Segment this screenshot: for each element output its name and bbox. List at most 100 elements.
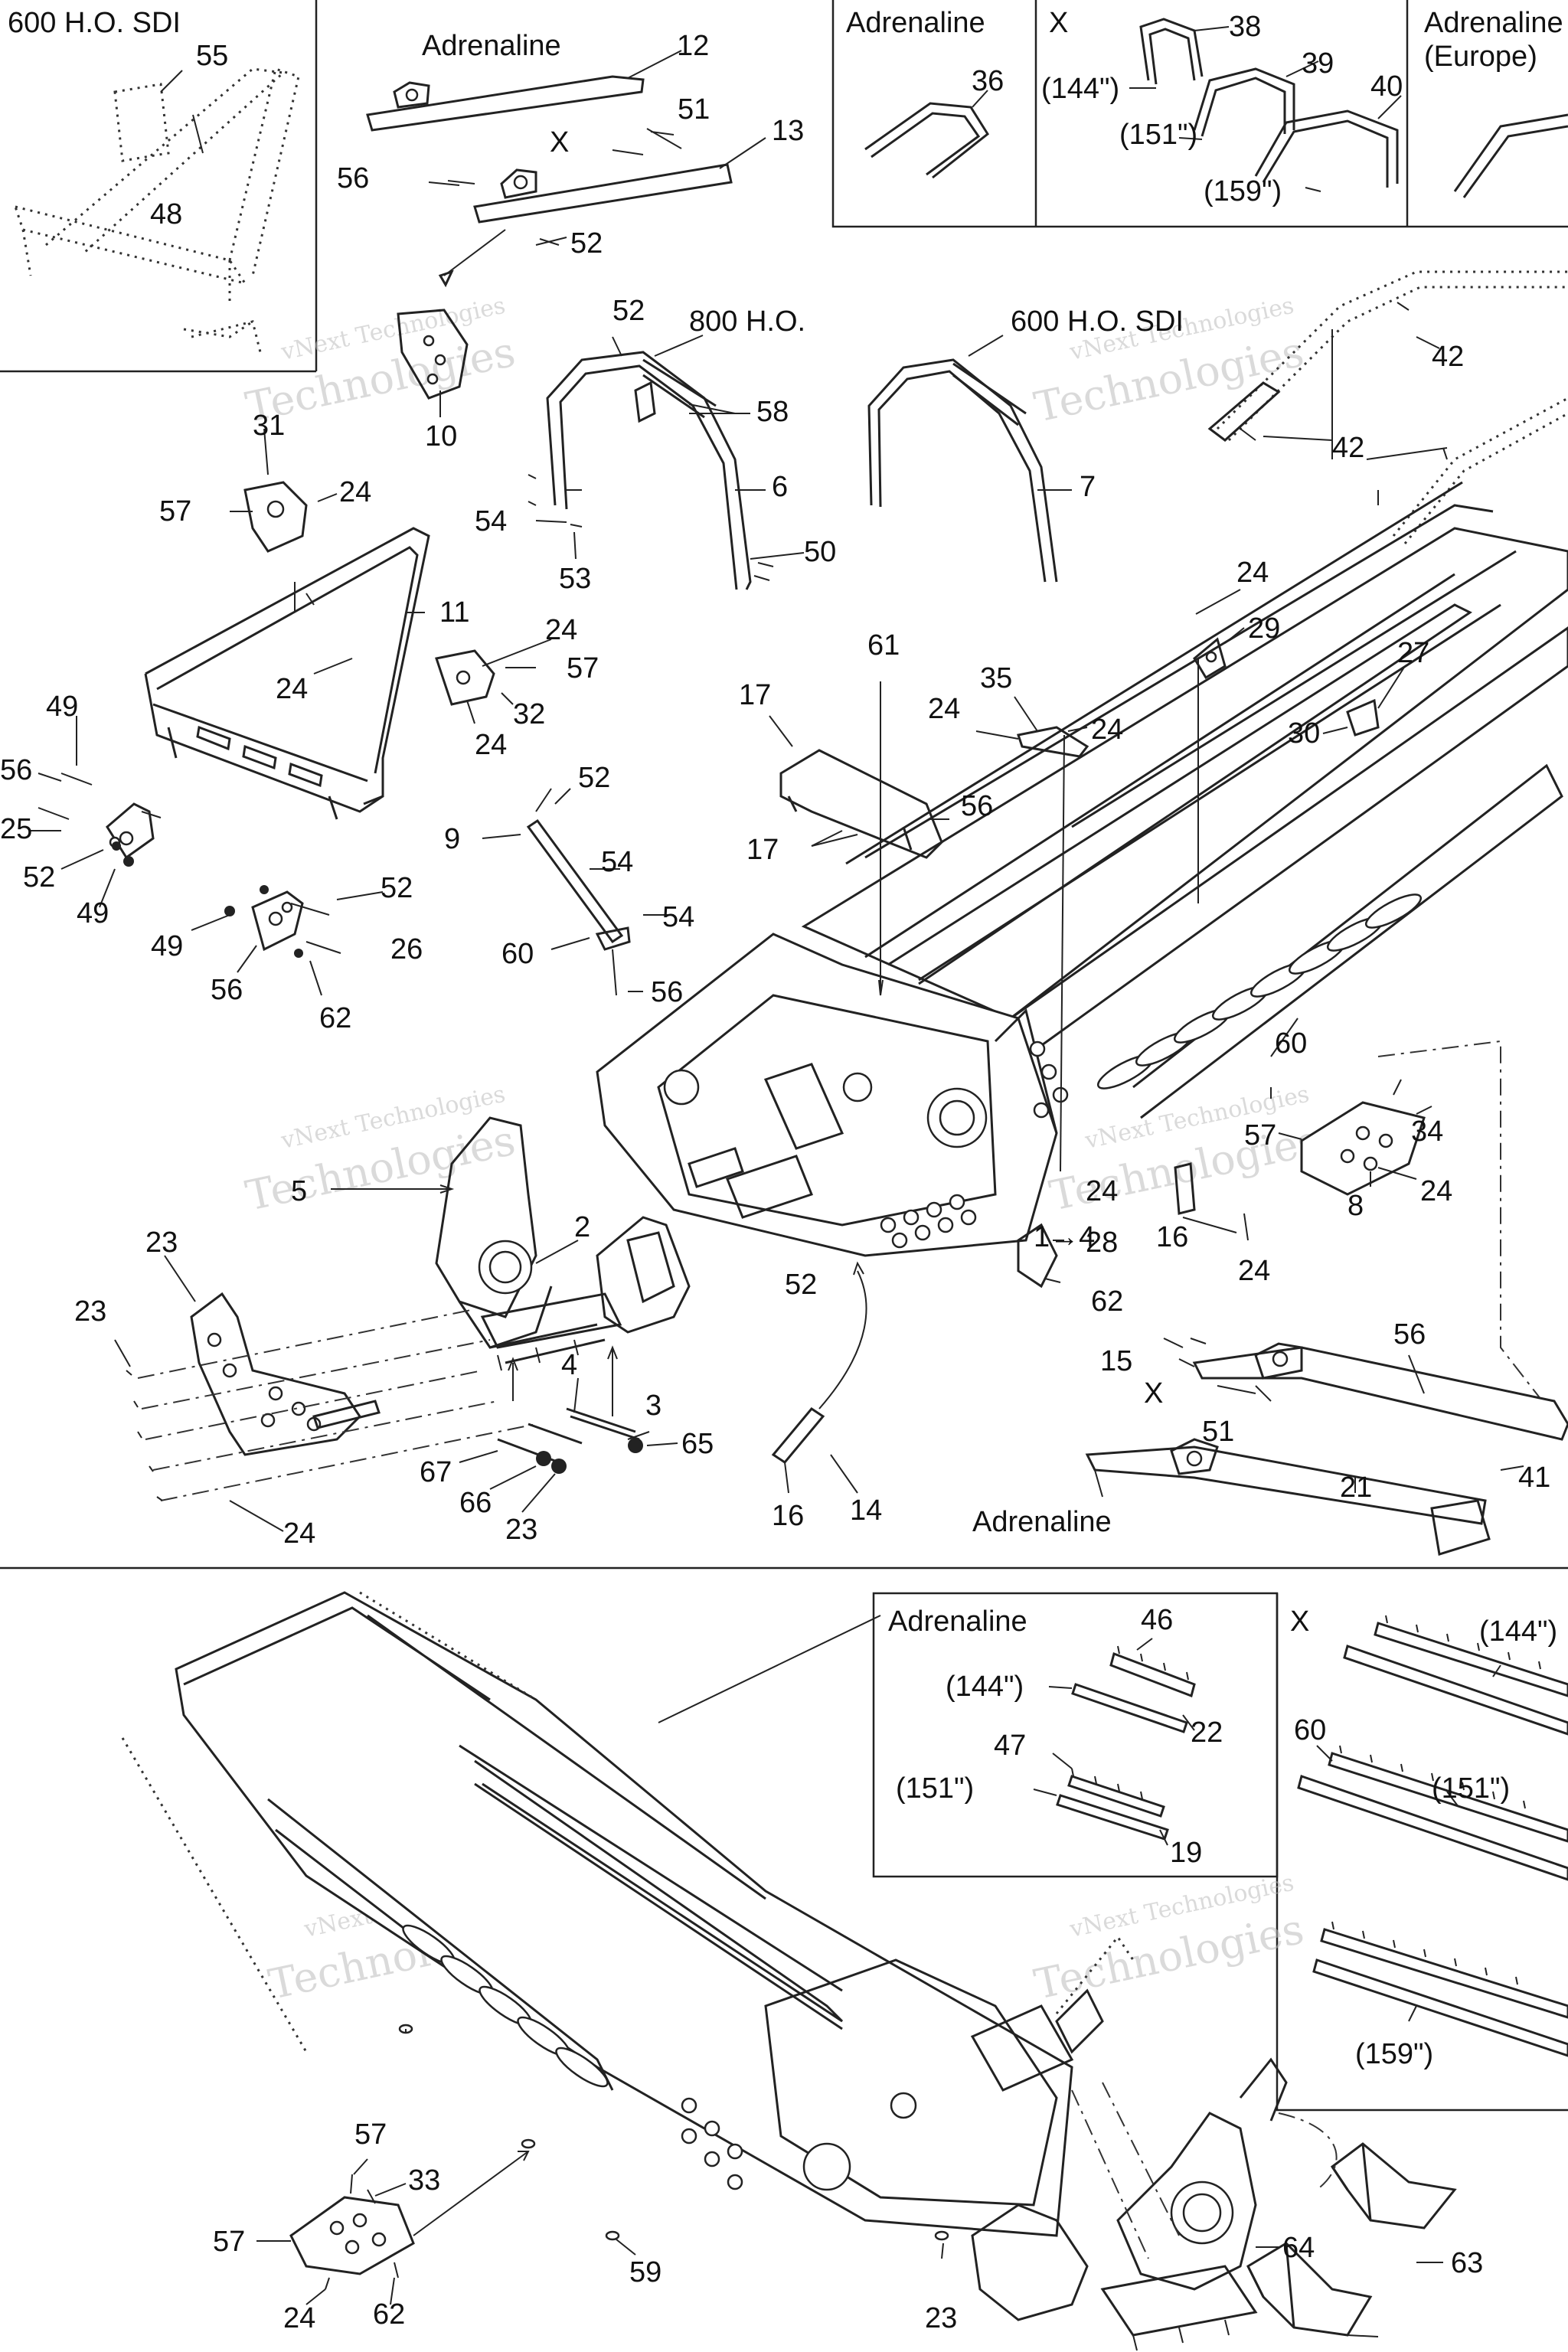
callout-label: 5: [291, 1175, 307, 1207]
callout-label: 42: [1332, 432, 1364, 464]
inset-title: X: [1290, 1606, 1309, 1638]
bottom-running-board-slots: [402, 1924, 609, 2088]
part-7-upper-frame-600: [867, 335, 1072, 583]
callout-label: 41: [1518, 1462, 1550, 1494]
callout-label: 12: [677, 30, 709, 62]
callout-label: 49: [151, 930, 183, 962]
callout-label: 6: [772, 471, 788, 503]
slide-x-box: [1297, 1615, 1568, 2057]
callout-label: 27: [1397, 637, 1429, 669]
inset-title: Adrenaline: [1424, 7, 1563, 39]
inset-title: 600 H.O. SDI: [1011, 305, 1184, 338]
callout-label: 1→4: [1034, 1221, 1095, 1253]
callout-label: 56: [0, 754, 32, 786]
main-chassis-top: [596, 481, 1568, 1494]
dash-leader-rear: [1377, 1040, 1555, 1417]
callout-label: 13: [772, 115, 804, 147]
part-12-cross-member: [366, 50, 682, 132]
length-label: (144"): [1479, 1615, 1557, 1648]
callout-label: 24: [283, 1517, 315, 1550]
callout-label: 40: [1370, 70, 1403, 103]
callout-label: 66: [459, 1487, 492, 1519]
callout-label: 53: [559, 563, 591, 595]
callout-label: 56: [961, 790, 993, 822]
inset-title: (Europe): [1424, 41, 1537, 73]
inset-title: Adrenaline: [422, 30, 561, 62]
callout-label: 42: [1432, 341, 1464, 373]
callout-label: 51: [678, 93, 710, 126]
length-label: (144"): [1041, 73, 1119, 105]
callout-label: 24: [928, 693, 960, 725]
part-13-cross-member: [428, 128, 766, 288]
inset-title: X: [1049, 7, 1068, 39]
callout-label: 52: [785, 1269, 817, 1301]
length-label: (151"): [896, 1772, 974, 1805]
callout-label: 46: [1141, 1604, 1173, 1636]
callout-label: 24: [1420, 1175, 1452, 1207]
part-33-footrest: [256, 2151, 530, 2305]
callout-label: 24: [475, 729, 507, 761]
callout-label: 57: [213, 2226, 245, 2258]
inset-title: Adrenaline: [972, 1506, 1112, 1538]
callout-label: 14: [850, 1494, 882, 1527]
callout-label: 24: [1086, 1175, 1118, 1207]
callout-label: 24: [1238, 1255, 1270, 1287]
part-10-bracket: [397, 309, 469, 417]
callout-label: 62: [1091, 1285, 1123, 1318]
callout-label: 17: [739, 679, 771, 711]
part-9-support-rod: [482, 788, 674, 996]
callout-label: 60: [1294, 1714, 1326, 1746]
callout-label: 22: [1191, 1717, 1223, 1749]
callout-label: 54: [662, 901, 694, 933]
inset-title: X: [1144, 1377, 1163, 1410]
part-6-upper-frame-800: [528, 335, 805, 590]
callout-label: 52: [23, 861, 55, 893]
callout-label: 11: [439, 596, 469, 629]
callout-label: 23: [925, 2302, 957, 2334]
callout-label: 28: [1086, 1227, 1118, 1259]
callout-label: 24: [545, 614, 577, 646]
callout-label: 57: [354, 2118, 387, 2151]
callout-label: 30: [1288, 717, 1320, 750]
length-label: (159"): [1355, 2038, 1433, 2070]
callout-label: 32: [513, 698, 545, 730]
callout-label: 23: [505, 1514, 537, 1546]
callout-label: 24: [1091, 714, 1123, 746]
part-5-plate: [114, 1255, 537, 1532]
callout-label: 29: [1248, 612, 1280, 645]
callout-label: 34: [1411, 1116, 1443, 1148]
callout-label: 24: [339, 476, 371, 508]
callout-label: 60: [501, 938, 534, 970]
length-labels: (144") (151") (159") (144") (151") (144"…: [896, 73, 1557, 2070]
callout-label: 65: [681, 1428, 714, 1460]
callout-label: 56: [337, 162, 369, 194]
part-25-bracket: [31, 716, 162, 908]
callout-label: 61: [867, 629, 900, 662]
callout-label: 19: [1170, 1837, 1202, 1869]
callout-label: 9: [444, 823, 460, 855]
callout-label: 60: [1275, 1027, 1307, 1060]
bottom-plate-holes: [681, 2097, 743, 2190]
inset-title: 800 H.O.: [689, 305, 805, 338]
part-11-a-frame: [144, 428, 552, 820]
callout-label: 17: [746, 834, 779, 866]
callout-label: 36: [972, 65, 1004, 97]
callout-label: 54: [601, 846, 633, 878]
callout-label: 8: [1348, 1190, 1364, 1222]
callout-label: 4: [561, 1349, 577, 1381]
part-42-rear-bumper: [1207, 270, 1568, 544]
callout-label: 24: [276, 673, 308, 705]
callout-label: 38: [1229, 11, 1261, 43]
callout-label: 52: [612, 295, 645, 327]
callout-label: 57: [159, 495, 191, 528]
callout-label: 23: [145, 1227, 178, 1259]
callout-label: 35: [980, 662, 1012, 694]
panel-borders: [0, 0, 1568, 2112]
length-label: (144"): [946, 1671, 1024, 1703]
callout-label: 52: [578, 762, 610, 794]
bottom-engine-mounts: [971, 2057, 1288, 2351]
part-26-bracket: [191, 885, 384, 996]
callout-label: 10: [425, 420, 457, 452]
inset-title: 600 H.O. SDI: [8, 7, 181, 39]
